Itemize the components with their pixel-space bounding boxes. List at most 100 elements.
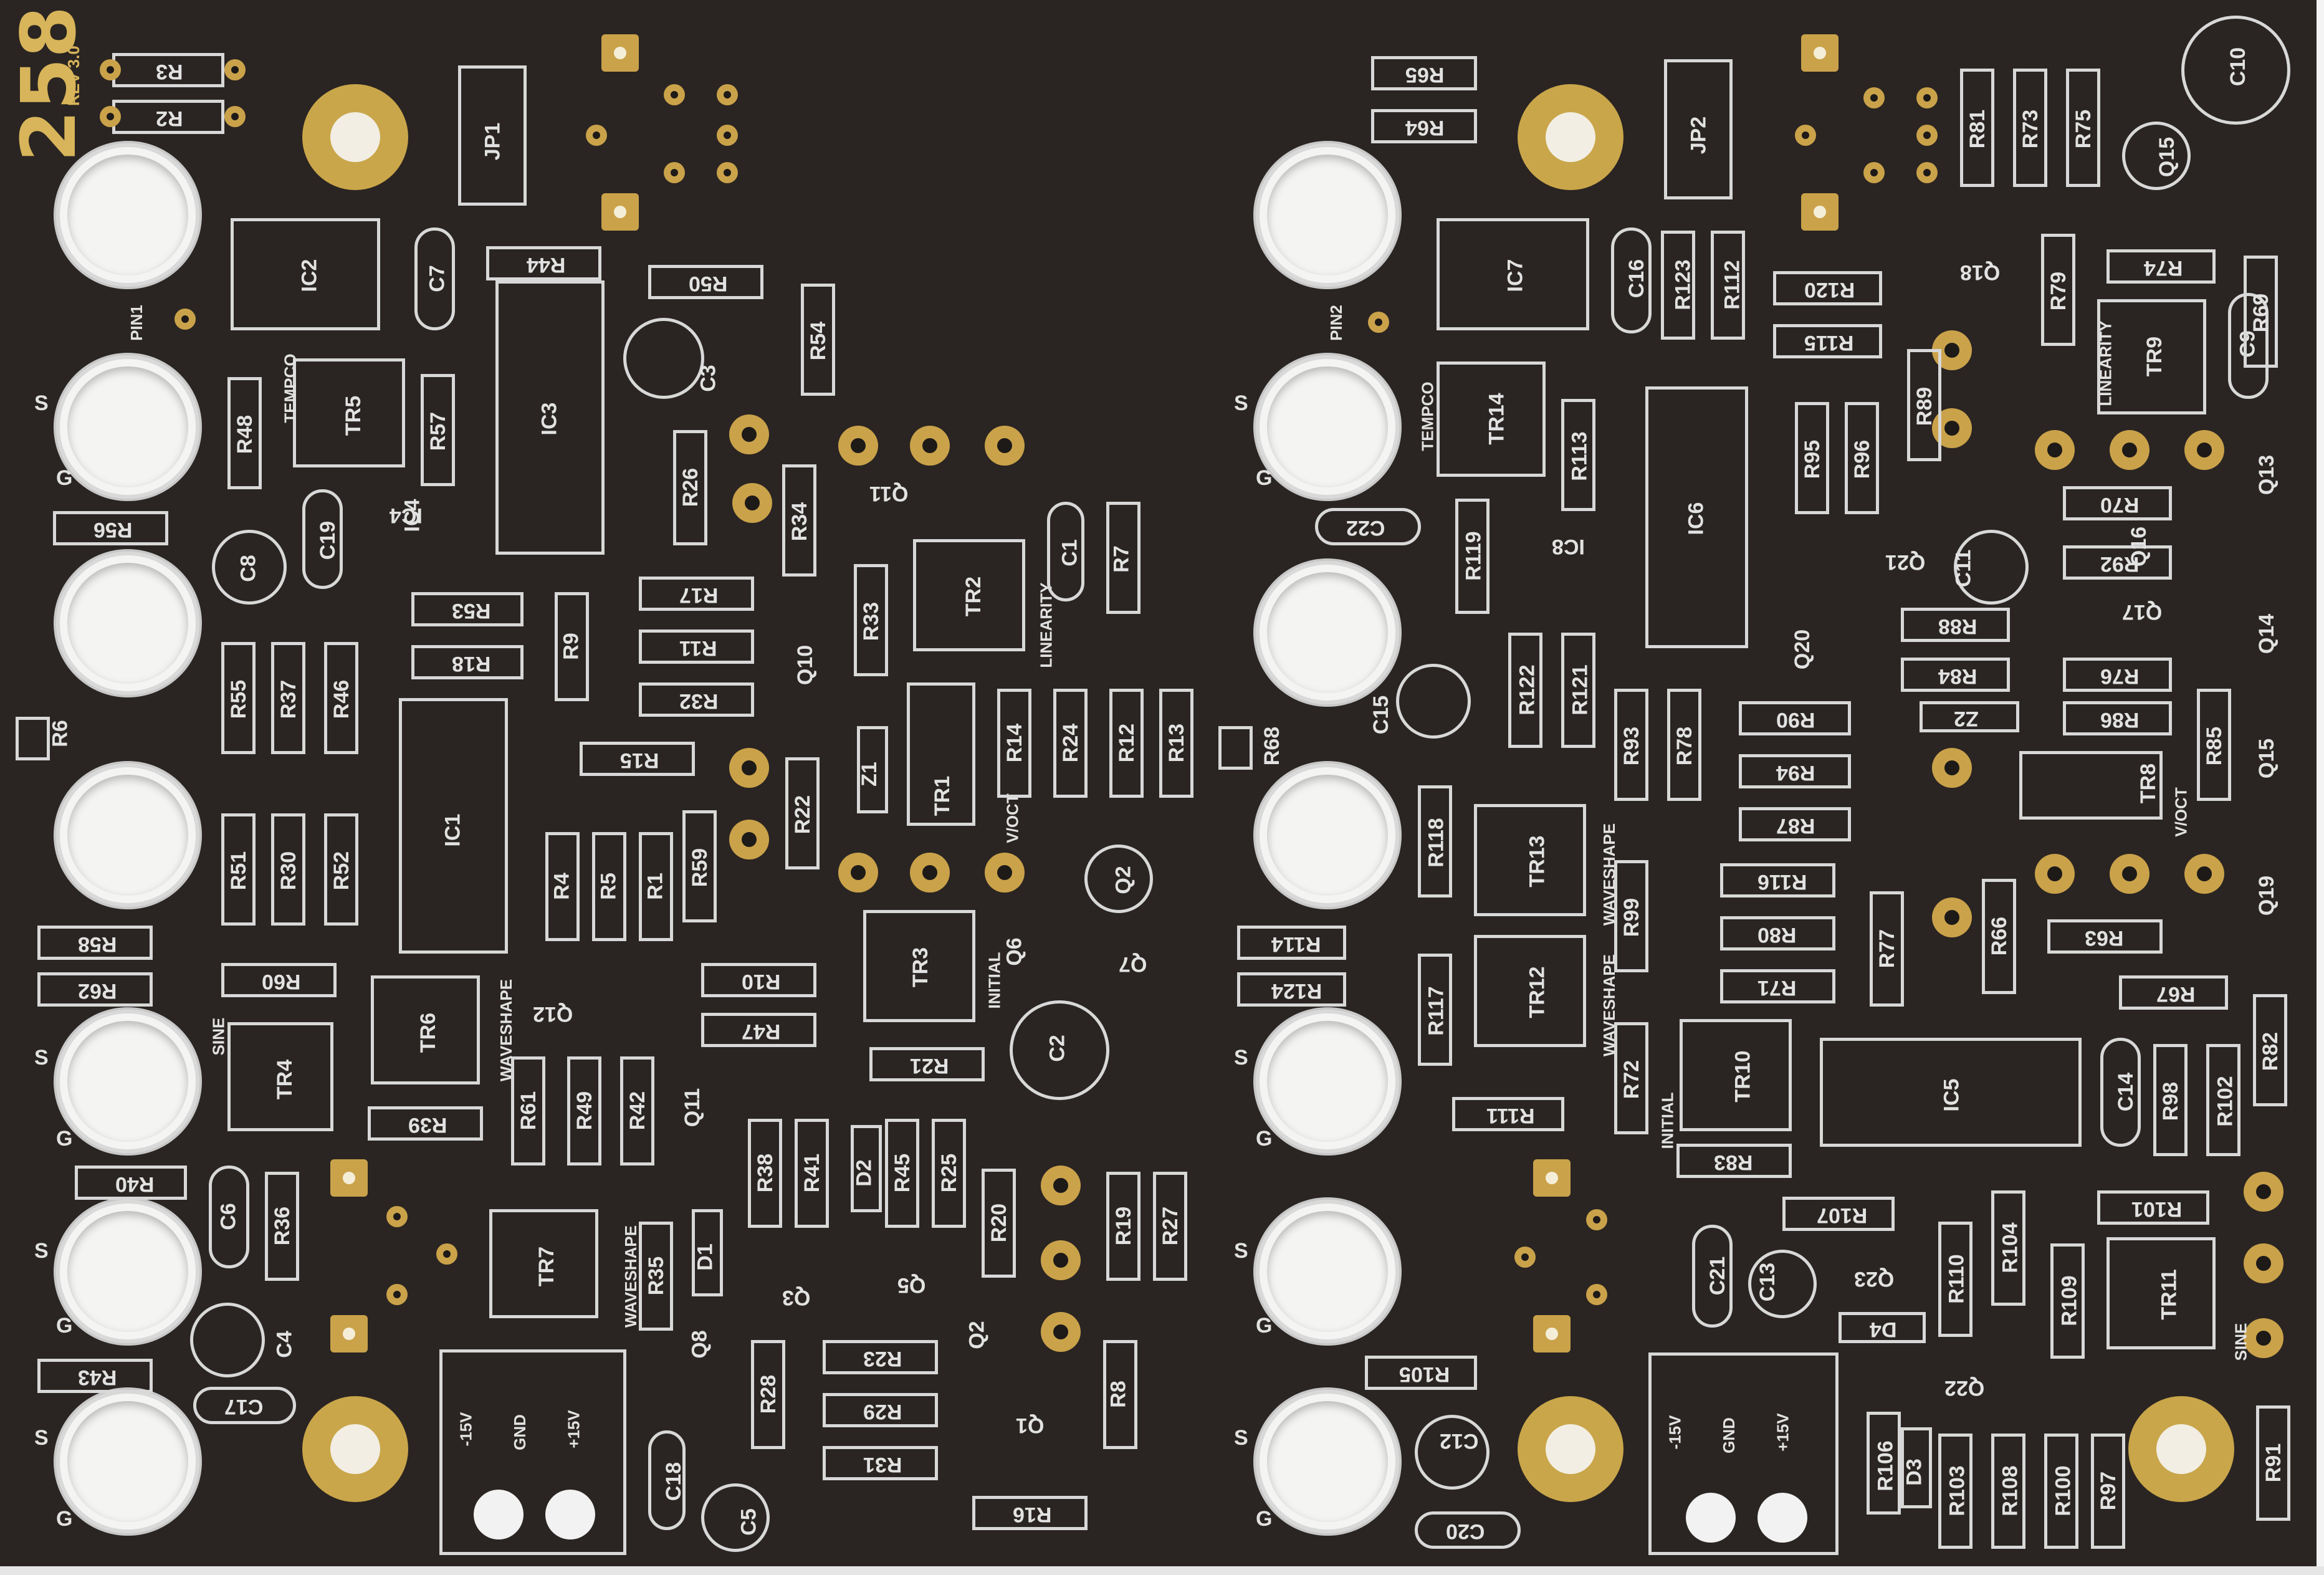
header-hole: [1686, 1493, 1736, 1543]
resistor-footprint: R82: [2253, 994, 2287, 1106]
resistor-footprint: R119: [1455, 499, 1490, 614]
resistor-footprint: R63: [2047, 919, 2163, 954]
linearity-label: LINEARITY: [2096, 320, 2115, 406]
capacitor-footprint: C13: [1748, 1250, 1817, 1318]
resistor-footprint: R24: [1053, 689, 1088, 798]
resistor-footprint: R69: [2244, 256, 2278, 368]
solder-pad: [436, 1243, 457, 1265]
resistor-footprint: R120: [1773, 271, 1882, 305]
resistor-footprint: R74: [2106, 249, 2216, 284]
pot-pad: [985, 853, 1025, 893]
capacitor-footprint: C16: [1611, 227, 1652, 333]
resistor-footprint: R92: [2063, 545, 2172, 580]
pot-pad: [729, 820, 769, 859]
jack-hole: [1256, 1010, 1399, 1153]
diode-footprint: D3: [1901, 1427, 1932, 1508]
trimmer-footprint: TR13: [1474, 804, 1586, 916]
resistor-footprint: R46: [324, 642, 358, 754]
resistor-footprint: R64: [1371, 109, 1477, 143]
resistor-footprint: R86: [2063, 701, 2172, 735]
resistor-pad-pair: [16, 717, 50, 760]
trimmer-footprint: TR3: [863, 910, 975, 1022]
resistor-footprint: R12: [1109, 689, 1144, 798]
solder-pad: [1368, 312, 1389, 333]
resistor-footprint: R34: [782, 464, 816, 577]
solder-pad: [664, 162, 685, 183]
transistor-label: Q10: [793, 644, 818, 686]
resistor-footprint: R32: [639, 682, 754, 717]
transistor-label: Q16: [2127, 526, 2151, 567]
solder-pad: [586, 125, 607, 146]
voct-label: V/OCT: [2171, 787, 2191, 837]
pot-pad: [2035, 430, 2075, 470]
ground-mark: G: [1256, 1507, 1273, 1531]
resistor-footprint: R20: [982, 1169, 1016, 1278]
jack-hole: [56, 1010, 199, 1153]
resistor-footprint: R80: [1720, 916, 1835, 950]
resistor-footprint: R101: [2097, 1190, 2209, 1225]
pot-pad: [1041, 1166, 1081, 1205]
capacitor-footprint: C8: [212, 530, 287, 605]
resistor-footprint: R44: [486, 246, 601, 280]
transistor-label: Q23: [1854, 1267, 1895, 1291]
resistor-footprint: R100: [2044, 1434, 2078, 1549]
solder-pad: [1586, 1209, 1607, 1230]
resistor-footprint: R48: [227, 377, 262, 489]
ground-mark: G: [56, 466, 73, 490]
square-pad: [601, 34, 639, 72]
power-pos-label: +15V: [1773, 1413, 1792, 1452]
tempco-label: TEMPCO: [1418, 381, 1437, 451]
resistor-footprint: R41: [795, 1119, 829, 1228]
jack-hole: [56, 552, 199, 695]
resistor-footprint: R73: [2013, 69, 2047, 187]
pot-pad: [1932, 748, 1972, 788]
resistor-footprint: R83: [1676, 1144, 1792, 1178]
resistor-footprint: R7: [1106, 502, 1140, 614]
transistor-label: Q18: [1960, 261, 2001, 284]
jack-hole: [56, 764, 199, 907]
sine-label: SINE: [209, 1017, 228, 1056]
solder-pad: [1514, 1247, 1536, 1268]
sleeve-mark: S: [34, 1046, 49, 1070]
resistor-footprint: R45: [885, 1119, 919, 1228]
pin2-label: PIN2: [1326, 305, 1346, 341]
pot-pad: [838, 426, 878, 466]
transistor-label: Q22: [1944, 1376, 1985, 1400]
solder-pad: [1863, 87, 1885, 108]
resistor-footprint: R102: [2206, 1044, 2240, 1156]
resistor-footprint: R18: [411, 645, 524, 679]
solder-pad: [224, 59, 246, 80]
transistor-label: Q20: [1791, 629, 1815, 670]
solder-pad: [1795, 125, 1816, 146]
resistor-footprint: R123: [1661, 231, 1695, 340]
capacitor-footprint: C10: [2181, 16, 2290, 125]
resistor-footprint: R47: [701, 1013, 816, 1047]
resistor-footprint: R85: [2197, 689, 2231, 801]
ic-label: IC4: [390, 504, 423, 527]
resistor-footprint: R105: [1365, 1356, 1477, 1390]
solder-pad: [664, 84, 685, 105]
resistor-footprint: R58: [37, 926, 153, 960]
transistor-label: Q21: [1885, 550, 1926, 574]
trimmer-footprint: TR5: [293, 358, 405, 467]
pot-pad: [910, 426, 950, 466]
square-pad: [1801, 193, 1839, 231]
resistor-footprint: R26: [673, 430, 707, 545]
trimmer-footprint: TR6: [371, 975, 480, 1084]
resistor-footprint: R104: [1991, 1190, 2025, 1306]
resistor-footprint: R112: [1711, 231, 1745, 340]
resistor-footprint: R22: [785, 757, 820, 869]
trimmer-footprint: TR11: [2106, 1237, 2216, 1349]
transistor-label: Q17: [2122, 600, 2163, 624]
capacitor-footprint: C12: [1415, 1415, 1490, 1490]
ground-mark: G: [1256, 1314, 1273, 1338]
solder-pad: [386, 1206, 408, 1227]
resistor-footprint: R121: [1561, 633, 1595, 748]
capacitor-footprint: C2: [1010, 1000, 1109, 1100]
resistor-footprint: R17: [639, 577, 754, 611]
resistor-footprint: R52: [324, 813, 358, 926]
resistor-footprint: R25: [932, 1119, 966, 1228]
resistor-footprint: R42: [620, 1056, 654, 1166]
capacitor-footprint: [623, 318, 704, 399]
resistor-footprint: R40: [75, 1166, 187, 1200]
